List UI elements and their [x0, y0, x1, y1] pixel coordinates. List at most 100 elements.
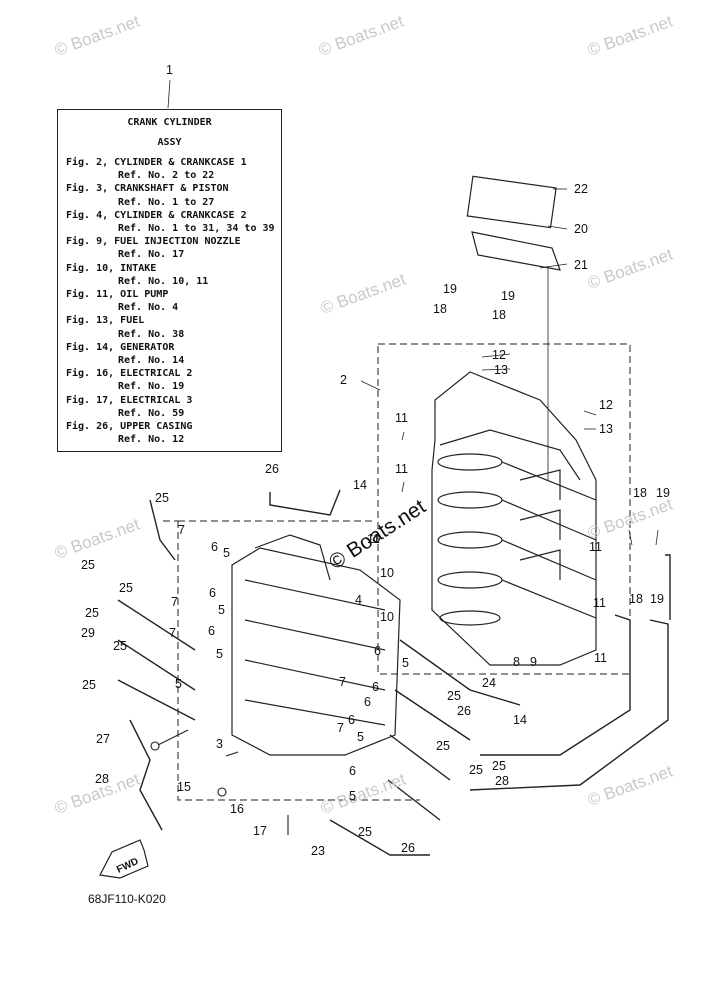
- part-callout: 11: [594, 651, 607, 665]
- part-callout: 2: [340, 373, 347, 387]
- part-callout: 25: [492, 759, 506, 773]
- part-callout: 6: [364, 695, 371, 709]
- legend-ref: Ref. No. 1 to 31, 34 to 39: [118, 223, 275, 235]
- part-callout: 5: [357, 730, 364, 744]
- legend-fig: Fig. 4, CYLINDER & CRANKCASE 2: [66, 209, 247, 221]
- legend-fig: Fig. 13, FUEL: [66, 315, 145, 327]
- part-callout: 19: [656, 486, 670, 500]
- part-callout: 7: [337, 721, 344, 735]
- diagram-code: 68JF110-K020: [88, 892, 166, 906]
- part-callout: 25: [82, 678, 96, 692]
- part-callout: 26: [457, 704, 471, 718]
- part-callout: 19: [443, 282, 457, 296]
- cylinder-block: [431, 175, 597, 666]
- part-callout: 9: [530, 655, 537, 669]
- part-callout: 7: [339, 675, 346, 689]
- legend-ref: Ref. No. 10, 11: [118, 275, 209, 287]
- part-callout: 25: [155, 491, 169, 505]
- part-callout: 18: [492, 308, 506, 322]
- part-callout: 13: [494, 363, 508, 377]
- legend-ref: Ref. No. 59: [118, 407, 185, 419]
- legend-ref: Ref. No. 17: [118, 249, 185, 261]
- part-callout: 11: [367, 532, 380, 546]
- legend-fig: Fig. 26, UPPER CASING: [66, 421, 193, 433]
- part-callout: 25: [113, 639, 127, 653]
- part-callout: 5: [223, 546, 230, 560]
- part-callout: 6: [208, 624, 215, 638]
- part-callout: 6: [348, 713, 355, 727]
- part-callout: 25: [358, 825, 372, 839]
- legend-fig: Fig. 16, ELECTRICAL 2: [66, 368, 193, 380]
- part-callout: 19: [501, 289, 515, 303]
- legend-ref: Ref. No. 19: [118, 381, 185, 393]
- part-callout: 11: [395, 462, 408, 476]
- legend-fig: Fig. 2, CYLINDER & CRANKCASE 1: [66, 157, 247, 168]
- legend-fig: Fig. 9, FUEL INJECTION NOZZLE: [66, 236, 241, 248]
- legend-ref: Ref. No. 14: [118, 355, 185, 367]
- legend-ref: Ref. No. 1 to 27: [118, 196, 215, 208]
- part-callout: 5: [402, 656, 409, 670]
- part-callout: 5: [175, 677, 182, 691]
- part-callout: 18: [629, 592, 643, 606]
- part-callout: 6: [211, 540, 218, 554]
- part-callout: 19: [650, 592, 664, 606]
- part-callout: 29: [81, 626, 95, 640]
- legend-fig: Fig. 3, CRANKSHAFT & PISTON: [66, 183, 229, 195]
- part-callout: 4: [355, 593, 362, 607]
- part-callout: 26: [401, 841, 415, 855]
- part-callout: 6: [209, 586, 216, 600]
- dashed-assembly-outline: [163, 343, 631, 801]
- part-callout: 12: [599, 398, 613, 412]
- part-callout: 17: [253, 824, 267, 838]
- crankcase-half: [231, 534, 401, 756]
- legend-fig: Fig. 11, OIL PUMP: [66, 289, 169, 301]
- part-callout: 25: [436, 739, 450, 753]
- part-callout: 25: [447, 689, 461, 703]
- part-callout: 22: [574, 182, 588, 196]
- part-callout: 5: [216, 647, 223, 661]
- legend-entry: Fig. 14, GENERATOR Ref. No. 14: [66, 341, 281, 367]
- part-callout: 23: [311, 844, 325, 858]
- part-callout: 7: [171, 595, 178, 609]
- part-callout: 27: [96, 732, 110, 746]
- part-callout: 26: [265, 462, 279, 476]
- legend-subtitle: ASSY: [157, 137, 182, 148]
- part-callout: 14: [513, 713, 527, 727]
- legend-box: CRANK CYLINDER ASSY Fig. 2, CYLINDER & C…: [57, 109, 282, 452]
- part-callout: 3: [216, 737, 223, 751]
- part-callout: 6: [372, 680, 379, 694]
- part-callout: 24: [482, 676, 496, 690]
- part-callout: 12: [492, 348, 506, 362]
- part-callout: 5: [349, 789, 356, 803]
- part-callout: 20: [574, 222, 588, 236]
- part-callout: 18: [433, 302, 447, 316]
- part-callout: 11: [589, 540, 602, 554]
- part-callout: 28: [95, 772, 109, 786]
- legend-fig: Fig. 10, INTAKE: [66, 262, 157, 274]
- part-callout: 7: [169, 626, 176, 640]
- legend-title: CRANK CYLINDER: [127, 117, 212, 128]
- part-callout: 8: [513, 655, 520, 669]
- part-callout: 25: [81, 558, 95, 572]
- part-callout: 11: [593, 596, 606, 610]
- part-callout: 13: [599, 422, 613, 436]
- legend-ref: Ref. No. 12: [118, 434, 185, 446]
- part-callout: 25: [469, 763, 483, 777]
- part-callout: 11: [395, 411, 408, 425]
- part-callout: 6: [374, 644, 381, 658]
- legend-callout: 1: [166, 63, 173, 77]
- legend-fig: Fig. 14, GENERATOR: [66, 341, 175, 353]
- part-callout: 16: [230, 802, 244, 816]
- part-callout: 25: [119, 581, 133, 595]
- part-callout: 10: [380, 566, 394, 580]
- bolt: [150, 729, 289, 835]
- part-callout: 7: [178, 523, 185, 537]
- legend-entry: Fig. 4, CYLINDER & CRANKCASE 2 Ref. No. 1…: [66, 209, 281, 235]
